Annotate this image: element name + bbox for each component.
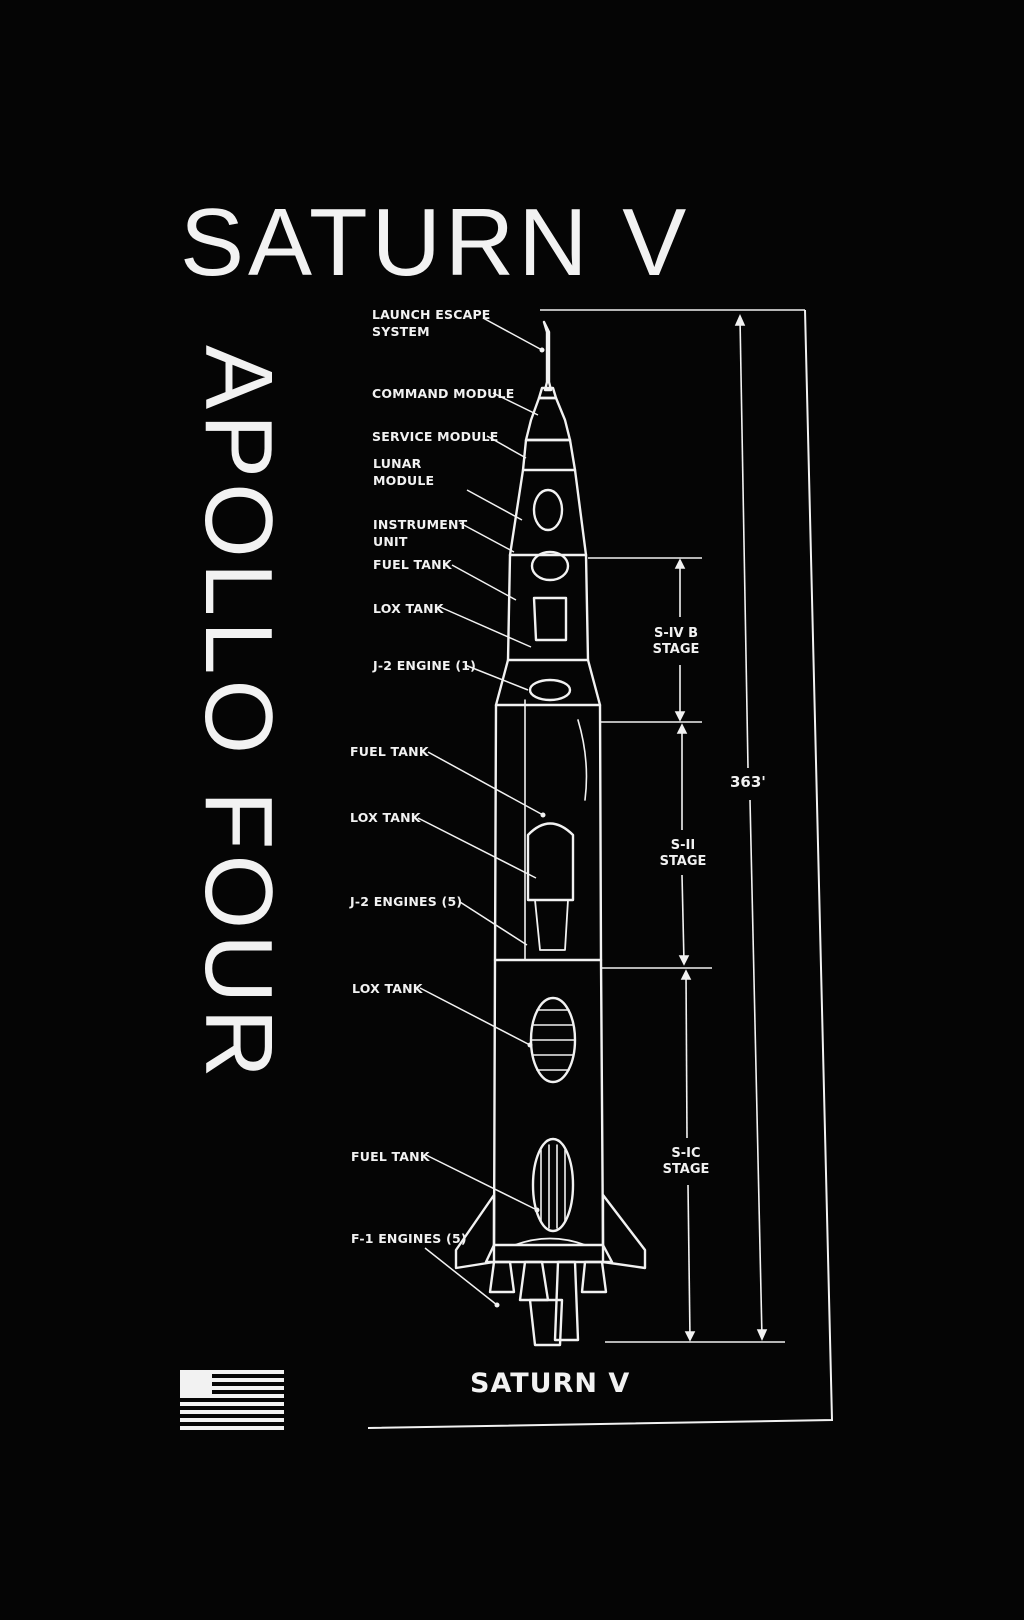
engine-4 xyxy=(580,1260,608,1294)
stage-label-s-ii: S-II STAGE xyxy=(659,838,707,869)
service-module-outline xyxy=(521,438,577,472)
s-ic-stage-outline xyxy=(492,958,605,1247)
callout-launch-escape-system: LAUNCH ESCAPE SYSTEM xyxy=(372,307,491,339)
callout-lunar-module: LUNAR MODULE xyxy=(373,456,435,488)
footer-label: SATURN V xyxy=(470,1368,631,1399)
stage-label-s-ivb: S-IV B STAGE xyxy=(652,626,700,657)
main-title: SATURN V xyxy=(180,189,691,296)
lunar-adapter-outline xyxy=(508,468,588,557)
engine-2 xyxy=(518,1260,550,1302)
callout-command-module: COMMAND MODULE xyxy=(372,386,515,401)
interstage-outline xyxy=(494,658,602,707)
command-module-outline xyxy=(524,396,572,442)
s-ii-stage-outline xyxy=(493,703,603,962)
callout-j2-engines-five: J-2 ENGINES (5) xyxy=(350,894,463,909)
stage-label-s-ic: S-IC STAGE xyxy=(662,1146,710,1177)
height-label: 363' xyxy=(730,773,766,791)
fin-right xyxy=(601,1193,647,1270)
callout-f1-engines: F-1 ENGINES (5) xyxy=(351,1231,467,1246)
callout-lox-tank-sic: LOX TANK xyxy=(352,981,423,996)
vertical-subtitle: APOLLO FOUR xyxy=(185,345,292,1083)
callout-instrument-unit: INSTRUMENT UNIT xyxy=(373,517,468,549)
callout-fuel-tank-sic: FUEL TANK xyxy=(351,1149,430,1164)
engine-5 xyxy=(528,1298,564,1347)
callout-service-module: SERVICE MODULE xyxy=(372,429,499,444)
callout-j2-engine-single: J-2 ENGINE (1) xyxy=(373,658,477,673)
us-flag-icon xyxy=(180,1370,284,1430)
callout-lox-tank-sii: LOX TANK xyxy=(350,810,421,825)
s-ivb-stage-outline xyxy=(506,553,590,662)
callout-fuel-tank-sivb: FUEL TANK xyxy=(373,557,452,572)
callout-lox-tank-sivb: LOX TANK xyxy=(373,601,444,616)
callout-fuel-tank-sii: FUEL TANK xyxy=(350,744,429,759)
engine-3 xyxy=(553,1260,580,1342)
launch-escape-tower xyxy=(542,320,553,392)
engine-1 xyxy=(488,1260,516,1294)
fin-left xyxy=(454,1193,496,1270)
